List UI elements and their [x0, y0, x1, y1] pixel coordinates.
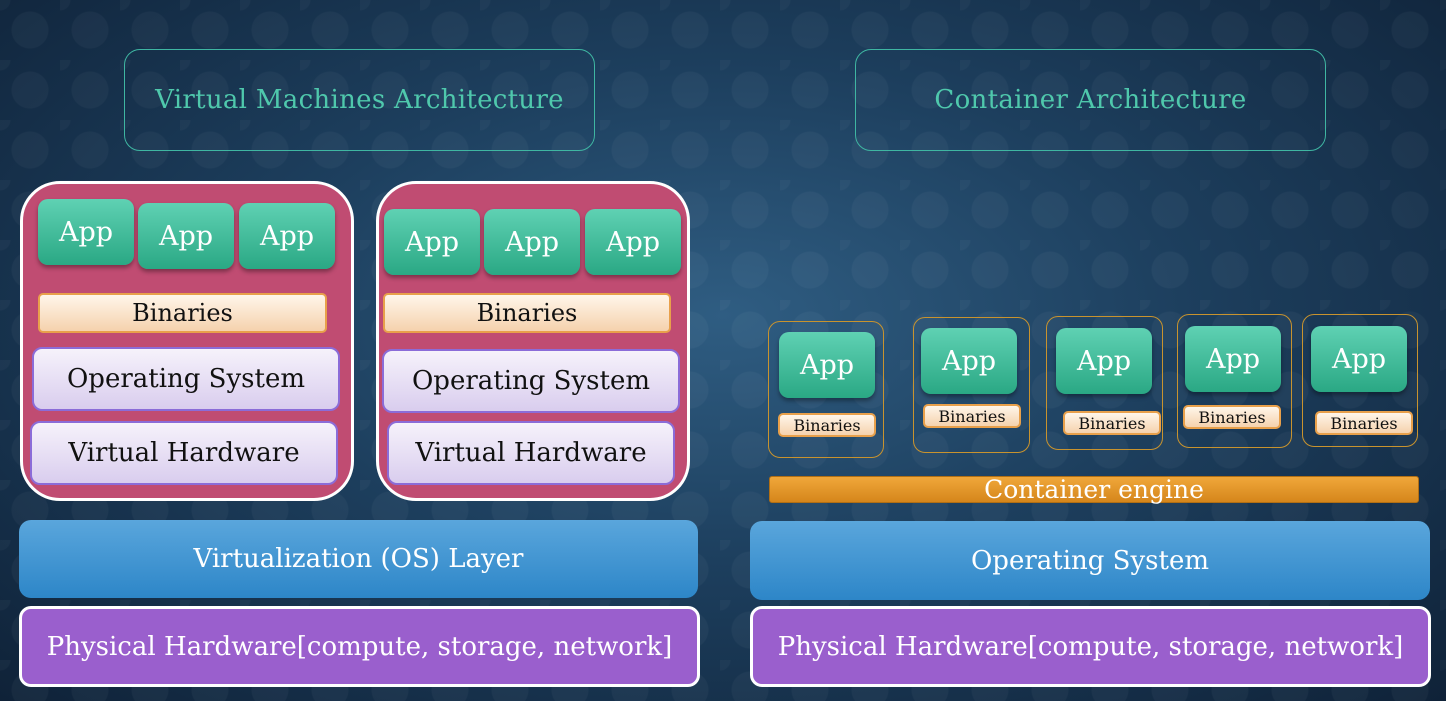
app-label: App [605, 226, 661, 258]
container-engine-label: Container engine [984, 475, 1204, 504]
binaries-label: Binaries [1078, 413, 1146, 433]
vm1-app-3: App [239, 203, 335, 269]
binaries-label: Binaries [793, 415, 861, 435]
container-engine: Container engine [769, 475, 1419, 504]
container-physical-hardware: Physical Hardware[compute, storage, netw… [750, 606, 1431, 687]
app-label: App [941, 345, 997, 377]
container2-app: App [921, 328, 1017, 394]
os-label: Operating System [66, 364, 306, 394]
app-label: App [799, 349, 855, 381]
binaries-label: Binaries [132, 299, 233, 327]
container-3 [1046, 316, 1163, 450]
physical-hardware-label: Physical Hardware[compute, storage, netw… [777, 631, 1404, 662]
app-label: App [158, 220, 214, 252]
container1-app: App [779, 332, 875, 398]
vm1-app-2: App [138, 203, 234, 269]
binaries-label: Binaries [1330, 413, 1398, 433]
vm2-app-3: App [585, 209, 681, 275]
vm-architecture-title: Virtual Machines Architecture [155, 85, 564, 115]
vm1-virtual-hardware: Virtual Hardware [30, 421, 338, 485]
app-label: App [1076, 345, 1132, 377]
vm2-binaries: Binaries [383, 293, 671, 333]
app-label: App [58, 216, 114, 248]
binaries-label: Binaries [1198, 407, 1266, 427]
virtualization-layer-label: Virtualization (OS) Layer [193, 544, 524, 574]
app-label: App [1205, 343, 1261, 375]
container5-binaries: Binaries [1315, 411, 1413, 435]
app-label: App [1331, 343, 1387, 375]
binaries-label: Binaries [938, 406, 1006, 426]
container1-binaries: Binaries [778, 413, 876, 437]
container-architecture-title: Container Architecture [934, 85, 1247, 115]
os-label: Operating System [411, 366, 651, 396]
container3-binaries: Binaries [1063, 411, 1161, 435]
container-1 [768, 321, 884, 458]
binaries-label: Binaries [476, 299, 578, 327]
vm2-operating-system: Operating System [382, 349, 680, 413]
container5-app: App [1311, 326, 1407, 392]
app-label: App [404, 226, 460, 258]
vm-architecture-title-box: Virtual Machines Architecture [124, 49, 595, 151]
container-architecture-title-box: Container Architecture [855, 49, 1326, 151]
virtual-hardware-label: Virtual Hardware [68, 438, 300, 468]
vm1-operating-system: Operating System [32, 347, 340, 411]
app-label: App [504, 226, 560, 258]
vm2-virtual-hardware: Virtual Hardware [387, 421, 675, 485]
app-label: App [259, 220, 315, 252]
container4-binaries: Binaries [1183, 405, 1281, 429]
vm2-app-1: App [384, 209, 480, 275]
virtual-hardware-label: Virtual Hardware [415, 438, 647, 468]
virtualization-layer: Virtualization (OS) Layer [19, 520, 698, 598]
physical-hardware-label: Physical Hardware[compute, storage, netw… [46, 631, 673, 662]
container-5 [1302, 314, 1418, 447]
container-operating-system: Operating System [750, 521, 1430, 600]
container-4 [1177, 314, 1292, 448]
container3-app: App [1056, 328, 1152, 394]
container4-app: App [1185, 326, 1281, 392]
os-label: Operating System [970, 545, 1210, 576]
vm-physical-hardware: Physical Hardware[compute, storage, netw… [19, 606, 700, 687]
vm1-binaries: Binaries [38, 293, 327, 333]
container-2 [913, 317, 1030, 453]
vm1-app-1: App [38, 199, 134, 265]
container2-binaries: Binaries [923, 404, 1021, 428]
vm2-app-2: App [484, 209, 580, 275]
